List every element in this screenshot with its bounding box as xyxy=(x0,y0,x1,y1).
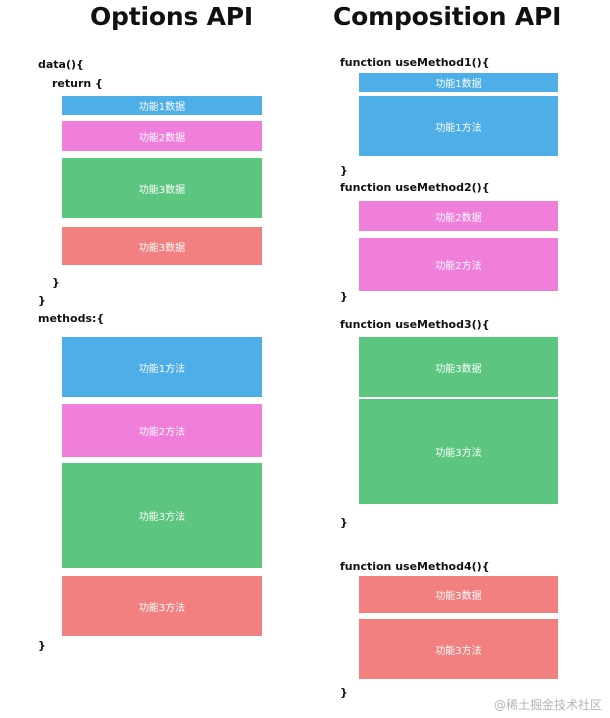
options-method-block-3: 功能3方法 xyxy=(62,463,262,568)
use-method3-header: function useMethod3(){ xyxy=(340,318,490,331)
composition-method1-method-block: 功能1方法 xyxy=(359,96,558,156)
options-data-block-4: 功能3数据 xyxy=(62,227,262,265)
use-method4-close: } xyxy=(340,686,348,699)
composition-method4-data-block: 功能3数据 xyxy=(359,576,558,613)
composition-method2-method-block: 功能2方法 xyxy=(359,238,558,291)
data-open-line: data(){ xyxy=(38,58,84,71)
use-method3-close: } xyxy=(340,516,348,529)
use-method2-header: function useMethod2(){ xyxy=(340,181,490,194)
methods-close-line: } xyxy=(38,639,46,652)
composition-method3-data-block: 功能3数据 xyxy=(359,337,558,397)
options-api-title: Options API xyxy=(90,2,253,31)
composition-method1-data-block: 功能1数据 xyxy=(359,73,558,92)
watermark-text: @稀土掘金技术社区 xyxy=(493,698,602,712)
options-method-block-4: 功能3方法 xyxy=(62,576,262,636)
options-data-block-1: 功能1数据 xyxy=(62,96,262,115)
options-data-block-3: 功能3数据 xyxy=(62,158,262,218)
data-close-line: } xyxy=(38,294,46,307)
return-close-line: } xyxy=(52,276,60,289)
return-open-line: return { xyxy=(52,77,103,90)
composition-method2-data-block: 功能2数据 xyxy=(359,201,558,231)
composition-method4-method-block: 功能3方法 xyxy=(359,619,558,679)
composition-api-title: Composition API xyxy=(333,2,562,31)
use-method1-header: function useMethod1(){ xyxy=(340,56,490,69)
use-method2-close: } xyxy=(340,290,348,303)
composition-method3-method-block: 功能3方法 xyxy=(359,399,558,504)
options-method-block-1: 功能1方法 xyxy=(62,337,262,397)
use-method1-close: } xyxy=(340,164,348,177)
use-method4-header: function useMethod4(){ xyxy=(340,560,490,573)
methods-open-line: methods:{ xyxy=(38,312,105,325)
options-data-block-2: 功能2数据 xyxy=(62,121,262,151)
options-method-block-2: 功能2方法 xyxy=(62,404,262,457)
